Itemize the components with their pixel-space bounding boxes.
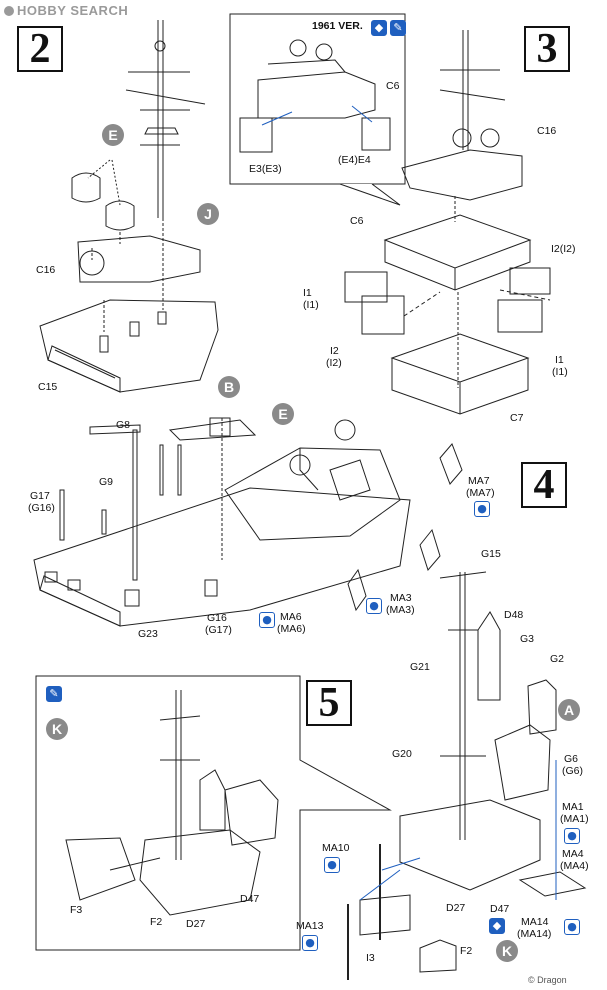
step2-assembly	[39, 20, 219, 393]
inset-part-label-F3: F3	[70, 904, 83, 916]
paint-reference-icon-step5: ◆	[489, 918, 505, 934]
part-label-MA10: MA10	[322, 842, 350, 854]
part-label-MA3-alt: (MA3)	[386, 604, 415, 616]
part-label-D47: D47	[490, 903, 510, 915]
part-label-G16-alt: (G16)	[28, 502, 55, 514]
hobby-search-watermark: HOBBY SEARCH	[4, 3, 128, 18]
subassembly-E-marker-step4: E	[272, 403, 294, 425]
paint-icon-MA14: ●	[564, 919, 580, 935]
part-label-I2-left: I2	[330, 345, 339, 357]
part-label-E3: E3(E3)	[249, 163, 282, 175]
part-label-I1-left-alt: (I1)	[303, 299, 319, 311]
part-label-G15: G15	[481, 548, 501, 560]
part-label-MA4-alt: (MA4)	[560, 860, 589, 872]
paint-icon-MA7: ●	[474, 501, 490, 517]
part-label-G6: G6	[564, 753, 579, 765]
step3-assembly	[344, 30, 551, 415]
part-label-D27: D27	[446, 902, 466, 914]
glue-icon: ✎	[390, 20, 406, 36]
part-label-C16-step2: C16	[36, 264, 56, 276]
part-label-C15: C15	[38, 381, 58, 393]
part-label-G8: G8	[116, 419, 131, 431]
paint-icon-MA3: ●	[366, 598, 382, 614]
inset-1961-version	[229, 13, 406, 206]
part-label-C6-inset: C6	[386, 80, 400, 92]
part-label-G23: G23	[138, 628, 158, 640]
version-label: 1961 VER.	[312, 20, 363, 32]
part-label-G20: G20	[392, 748, 412, 760]
part-label-MA3: MA3	[390, 592, 412, 604]
watermark-logo-icon	[4, 6, 14, 16]
part-label-G16: G16	[207, 612, 227, 624]
part-label-G9: G9	[99, 476, 114, 488]
part-label-I1-right: I1	[555, 354, 564, 366]
part-label-D48: D48	[504, 609, 524, 621]
inset-part-label-F2: F2	[150, 916, 163, 928]
part-label-I2-left-alt: (I2)	[326, 357, 342, 369]
part-label-MA1: MA1	[562, 801, 584, 813]
paint-icon-MA13: ●	[302, 935, 318, 951]
part-label-G17-alt: (G17)	[205, 624, 232, 636]
step-number-3: 3	[524, 26, 570, 72]
part-label-F2: F2	[460, 945, 473, 957]
subassembly-K-marker-inset: K	[46, 718, 68, 740]
subassembly-K-marker: K	[496, 940, 518, 962]
part-label-G21: G21	[410, 661, 430, 673]
part-label-I1-right-alt: (I1)	[552, 366, 568, 378]
part-label-MA4: MA4	[562, 848, 584, 860]
part-label-MA6-alt: (MA6)	[277, 623, 306, 635]
part-label-MA6: MA6	[280, 611, 302, 623]
part-label-MA7: MA7	[468, 475, 490, 487]
part-label-MA7-alt: (MA7)	[466, 487, 495, 499]
paint-icon-MA1: ●	[564, 828, 580, 844]
part-label-C6-step3: C6	[350, 215, 364, 227]
subassembly-A-marker: A	[558, 699, 580, 721]
subassembly-E-marker: E	[102, 124, 124, 146]
subassembly-J-marker: J	[197, 203, 219, 225]
part-label-G17: G17	[30, 490, 50, 502]
part-label-MA14: MA14	[521, 916, 549, 928]
part-label-MA14-alt: (MA14)	[517, 928, 552, 940]
step4-assembly	[33, 417, 463, 627]
part-label-I2-right: I2(I2)	[551, 243, 576, 255]
step-number-4: 4	[521, 462, 567, 508]
part-label-MA1-alt: (MA1)	[560, 813, 589, 825]
inset-part-label-D47: D47	[240, 893, 260, 905]
watermark-text: HOBBY SEARCH	[17, 3, 129, 18]
paint-reference-icon: ◆	[371, 20, 387, 36]
inset-part-label-D27: D27	[186, 918, 206, 930]
part-label-C7: C7	[510, 412, 524, 424]
part-label-I1-left: I1	[303, 287, 312, 299]
part-label-G2: G2	[550, 653, 565, 665]
subassembly-B-marker: B	[218, 376, 240, 398]
glue-icon-inset: ✎	[46, 686, 62, 702]
part-label-G3: G3	[520, 633, 535, 645]
copyright-text: © Dragon	[528, 975, 567, 985]
part-label-G6-alt: (G6)	[562, 765, 583, 777]
step-number-2: 2	[17, 26, 63, 72]
step-number-5: 5	[306, 680, 352, 726]
step5-assembly	[35, 571, 587, 980]
part-label-E4: (E4)E4	[338, 154, 371, 166]
part-label-I3: I3	[366, 952, 375, 964]
part-label-C16-step3: C16	[537, 125, 557, 137]
paint-icon-MA6: ●	[259, 612, 275, 628]
paint-icon-MA10: ●	[324, 857, 340, 873]
part-label-MA13: MA13	[296, 920, 324, 932]
